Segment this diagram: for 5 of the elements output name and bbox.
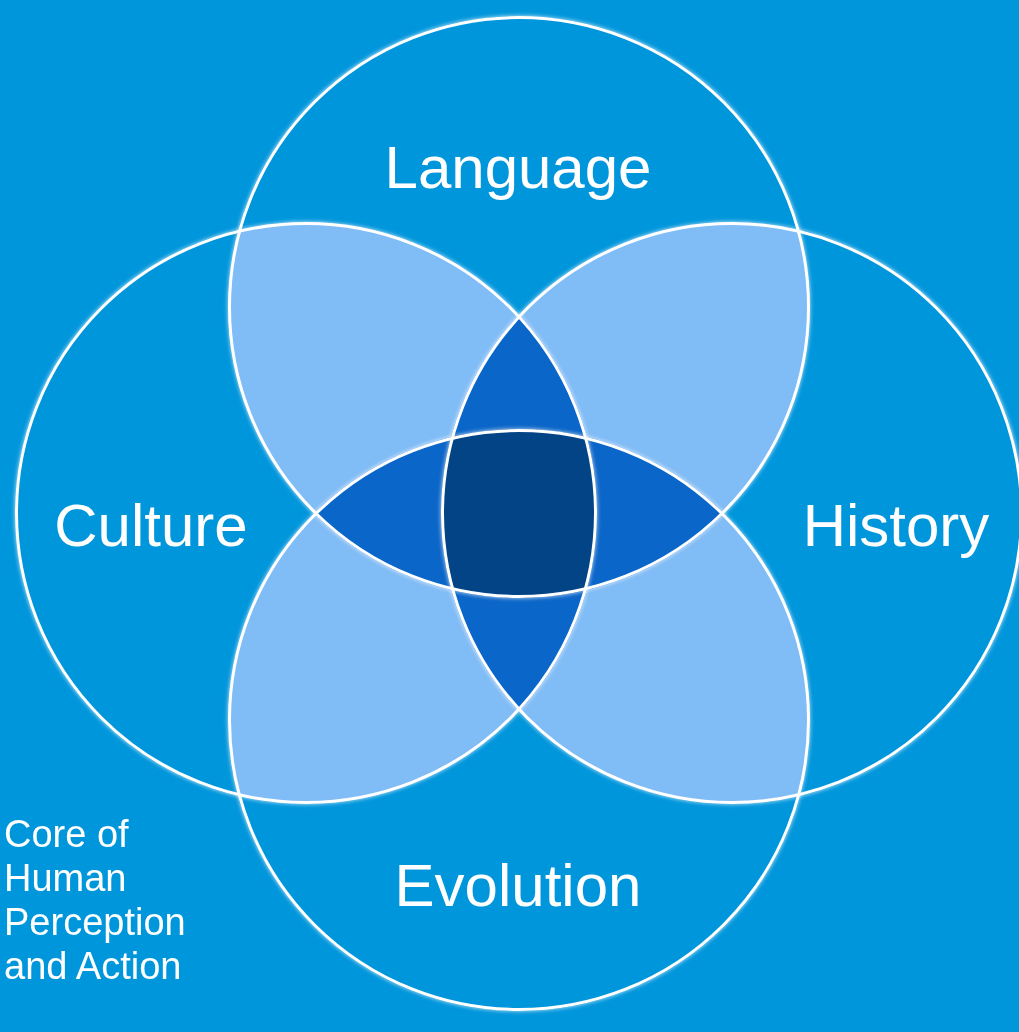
caption-text: Core of Human Perception and Action: [4, 812, 187, 988]
circle-label: Culture: [54, 496, 248, 556]
circle-label: Evolution: [394, 856, 642, 916]
circle-label: Language: [384, 138, 652, 198]
circle-label: History: [802, 496, 990, 556]
